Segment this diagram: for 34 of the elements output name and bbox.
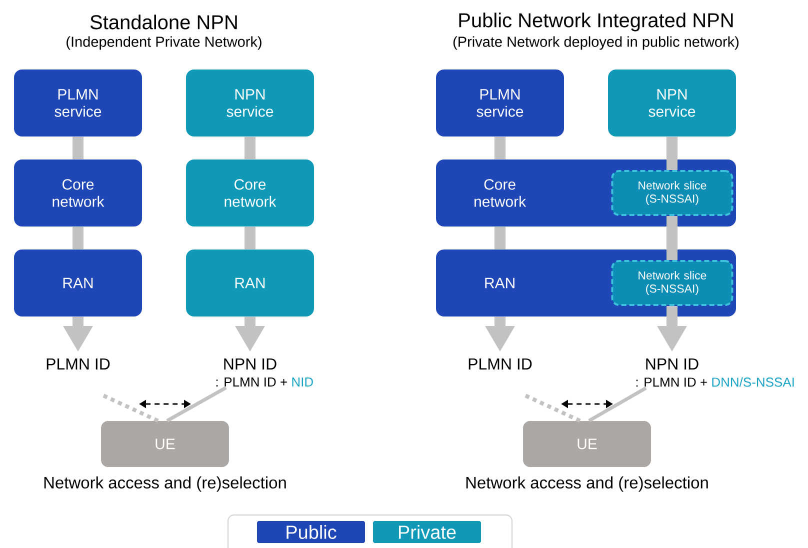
id-label: NPN ID bbox=[646, 358, 698, 370]
id-label: NPN ID bbox=[224, 358, 276, 370]
connector-line bbox=[166, 386, 227, 422]
core-network-box: Core network bbox=[186, 160, 314, 226]
section-subtitle: (Private Network deployed in public network) bbox=[453, 36, 738, 50]
service-box: PLMN service bbox=[14, 70, 142, 136]
core-network-box: Core network bbox=[14, 160, 142, 226]
connector-line bbox=[666, 216, 678, 260]
ue-box: UE bbox=[101, 421, 229, 467]
ran-box: RAN bbox=[186, 250, 314, 316]
connector-line bbox=[494, 226, 506, 250]
id-formula-text: : PLMN ID + DNN/S-NSSAI bbox=[636, 377, 794, 387]
connector-line bbox=[72, 226, 84, 250]
connector-line bbox=[494, 136, 506, 160]
connector-line bbox=[244, 136, 256, 160]
id-formula-text: : PLMN ID + NID bbox=[216, 378, 313, 386]
id-label: PLMN ID bbox=[468, 358, 532, 370]
network-slice-box: Network slice (S-NSSAI) bbox=[611, 260, 734, 306]
service-box: PLMN service bbox=[436, 70, 564, 136]
connector-line bbox=[72, 136, 84, 160]
network-slice-box: Network slice (S-NSSAI) bbox=[611, 170, 734, 216]
connector-line bbox=[588, 386, 647, 422]
caption-text: Network access and (re)selection bbox=[44, 476, 286, 492]
service-box: NPN service bbox=[608, 70, 736, 136]
ran-box: RAN bbox=[14, 250, 142, 316]
section-subtitle: (Independent Private Network) bbox=[66, 36, 262, 50]
connector-line bbox=[666, 136, 678, 170]
ue-box: UE bbox=[523, 421, 651, 467]
id-label: PLMN ID bbox=[46, 358, 110, 370]
section-title: Standalone NPN bbox=[90, 14, 237, 30]
caption-text: Network access and (re)selection bbox=[466, 476, 708, 492]
section-title: Public Network Integrated NPN bbox=[459, 12, 733, 32]
service-box: NPN service bbox=[186, 70, 314, 136]
connector-line bbox=[244, 226, 256, 250]
